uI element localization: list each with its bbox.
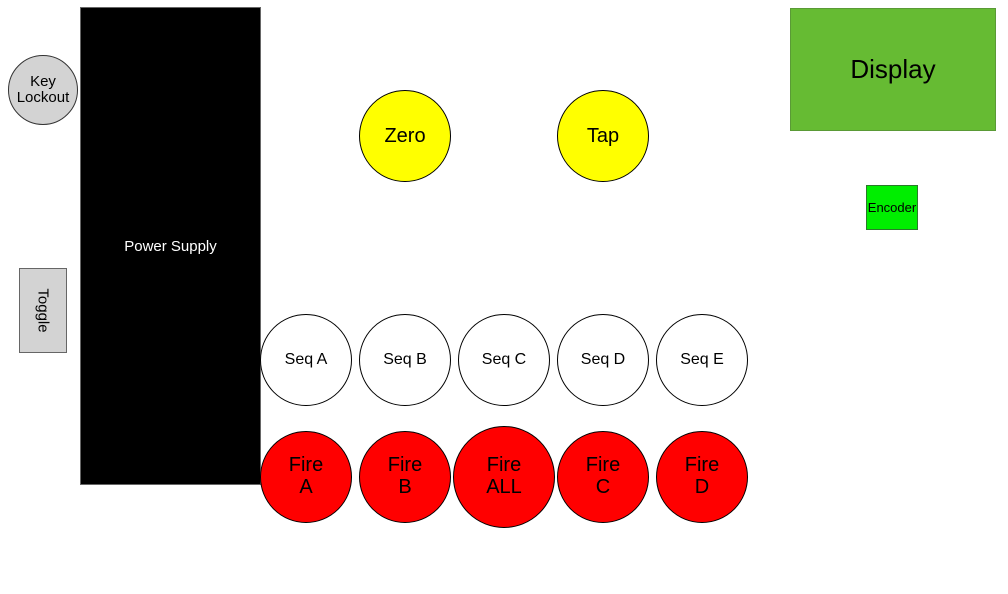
fire-all-button[interactable]: Fire ALL — [453, 426, 555, 528]
zero-button[interactable]: Zero — [359, 90, 451, 182]
fire-b-button[interactable]: Fire B — [359, 431, 451, 523]
key-lockout-button[interactable]: Key Lockout — [8, 55, 78, 125]
fire-c-button[interactable]: Fire C — [557, 431, 649, 523]
toggle-switch[interactable]: Toggle — [19, 268, 67, 353]
fire-a-button[interactable]: Fire A — [260, 431, 352, 523]
seq-b-button[interactable]: Seq B — [359, 314, 451, 406]
tap-button[interactable]: Tap — [557, 90, 649, 182]
power-supply-block: Power Supply — [80, 7, 261, 485]
seq-d-button[interactable]: Seq D — [557, 314, 649, 406]
seq-a-button[interactable]: Seq A — [260, 314, 352, 406]
encoder-knob[interactable]: Encoder — [866, 185, 918, 230]
seq-c-button[interactable]: Seq C — [458, 314, 550, 406]
fire-d-button[interactable]: Fire D — [656, 431, 748, 523]
seq-e-button[interactable]: Seq E — [656, 314, 748, 406]
display-panel: Display — [790, 8, 996, 131]
toggle-label: Toggle — [34, 288, 52, 333]
